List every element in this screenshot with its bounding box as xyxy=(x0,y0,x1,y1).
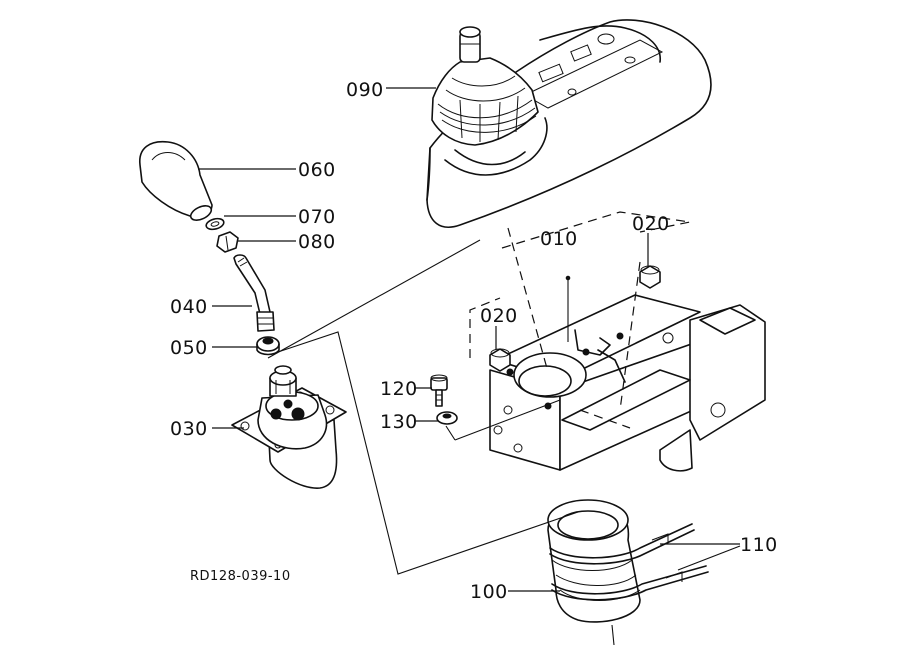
bushing-050 xyxy=(256,336,280,356)
cushion-020-right xyxy=(639,265,661,289)
leader-lines xyxy=(198,87,741,592)
label-040: 040 xyxy=(170,296,208,318)
label-070: 070 xyxy=(298,206,336,228)
clamp-110-upper xyxy=(549,523,695,565)
label-120: 120 xyxy=(380,378,418,400)
label-100: 100 xyxy=(470,581,508,603)
label-130: 130 xyxy=(380,411,418,433)
cushion-020-left xyxy=(489,348,511,372)
shift-knob xyxy=(139,140,213,221)
washer-130 xyxy=(436,411,458,425)
washer-070 xyxy=(205,217,225,231)
bracket-010 xyxy=(489,275,766,472)
assembly-guides xyxy=(267,211,691,575)
nut-080 xyxy=(216,231,239,253)
label-050: 050 xyxy=(170,337,208,359)
console-cover xyxy=(426,19,712,228)
shift-boot xyxy=(431,26,539,146)
reference-code: RD128-039-10 xyxy=(190,569,291,584)
label-010: 010 xyxy=(540,228,578,250)
control-valve-030 xyxy=(231,365,347,489)
shift-lever-040 xyxy=(233,254,275,332)
label-080: 080 xyxy=(298,231,336,253)
bolt-120 xyxy=(430,374,448,407)
part-labels: 090 060 070 080 040 050 030 010 020 020 … xyxy=(170,79,778,603)
label-030: 030 xyxy=(170,418,208,440)
label-090: 090 xyxy=(346,79,384,101)
label-060: 060 xyxy=(298,159,336,181)
clamp-110-lower xyxy=(551,565,709,646)
label-020-right: 020 xyxy=(632,213,670,235)
label-020-left: 020 xyxy=(480,305,518,327)
label-110: 110 xyxy=(740,534,778,556)
